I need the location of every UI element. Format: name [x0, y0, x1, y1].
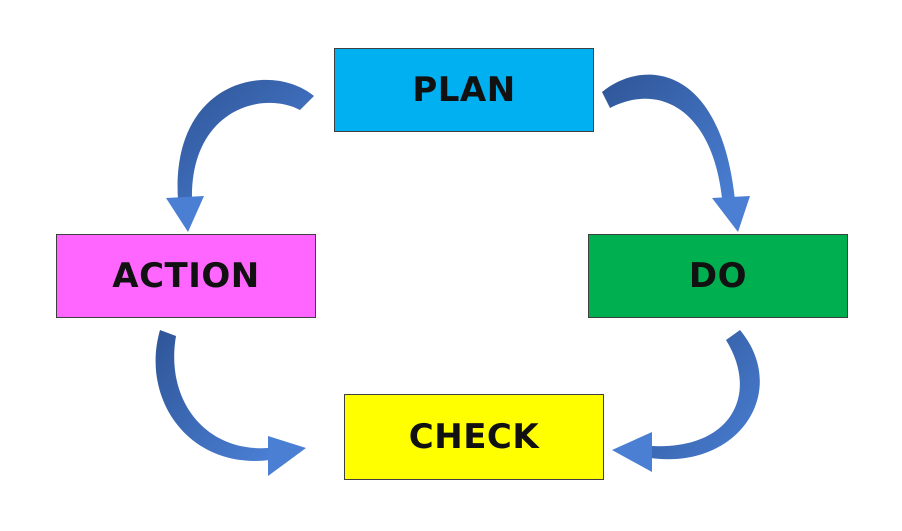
- check-box: CHECK: [344, 394, 604, 480]
- arrow-do-to-check: [612, 330, 760, 472]
- action-label: ACTION: [112, 256, 260, 296]
- arrow-plan-to-do: [602, 74, 750, 232]
- check-label: CHECK: [408, 417, 540, 457]
- action-box: ACTION: [56, 234, 316, 318]
- do-box: DO: [588, 234, 848, 318]
- plan-box: PLAN: [334, 48, 594, 132]
- do-label: DO: [688, 256, 748, 296]
- arrow-check-to-action: [155, 330, 306, 476]
- plan-label: PLAN: [412, 70, 516, 110]
- arrow-action-to-plan: [166, 79, 314, 232]
